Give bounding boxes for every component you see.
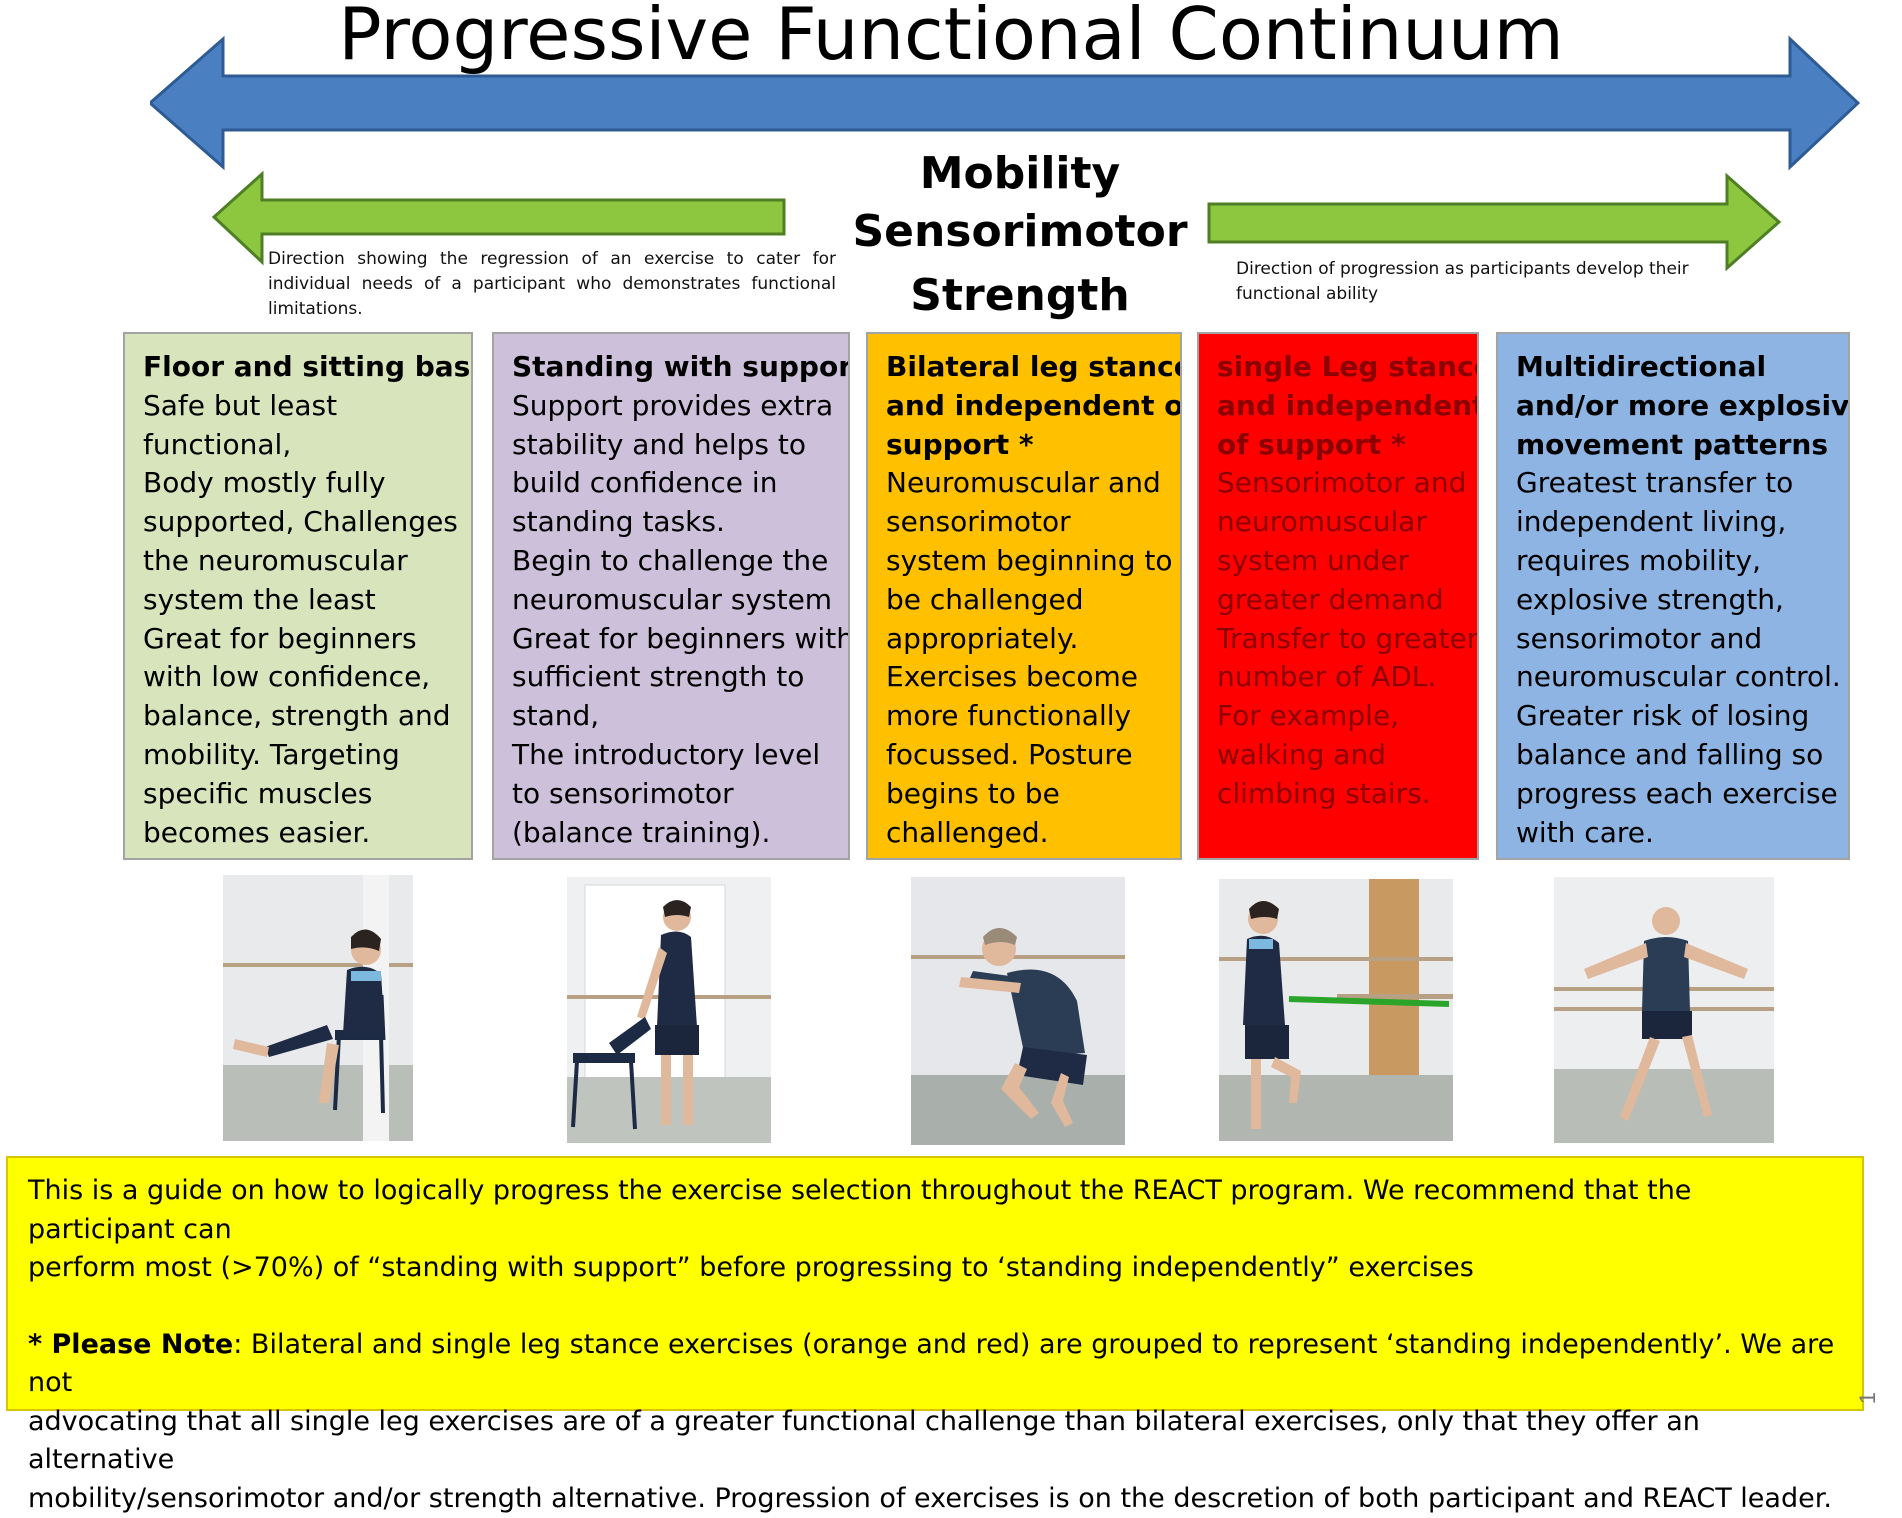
stage-text-line: Sensorimotor and: [1217, 464, 1459, 503]
stage-text-line: climbing stairs.: [1217, 775, 1459, 814]
stage-text-line: walking and: [1217, 736, 1459, 775]
stage-text-line: challenged.: [886, 814, 1162, 853]
note-line: perform most (>70%) of “standing with su…: [28, 1249, 1842, 1288]
progression-note: Direction of progression as participants…: [1236, 257, 1756, 307]
stage-text-line: more functionally: [886, 697, 1162, 736]
stage-text-line: functional,: [143, 426, 453, 465]
stage-text-line: independent living,: [1516, 503, 1830, 542]
stage-text-line: Greater risk of losing: [1516, 697, 1830, 736]
note-line: : Bilateral and single leg stance exerci…: [28, 1329, 1834, 1399]
guide-note: This is a guide on how to logically prog…: [6, 1156, 1864, 1411]
stage-heading: and independent of: [886, 387, 1162, 426]
stage-text-line: stand,: [512, 697, 830, 736]
stage-floor-sitting: Floor and sitting based Safe but least f…: [123, 332, 473, 860]
stage-heading: single Leg stance: [1217, 348, 1459, 387]
person-standing-holding-chair-photo: [567, 877, 771, 1143]
stage-text-line: with low confidence,: [143, 658, 453, 697]
stage-text-line: The introductory level: [512, 736, 830, 775]
person-jumping-arms-out-photo: [1554, 877, 1774, 1143]
note-line: advocating that all single leg exercises…: [28, 1403, 1842, 1480]
note-please-note: * Please Note: Bilateral and single leg …: [28, 1326, 1842, 1403]
page-number: 1: [1855, 1392, 1881, 1404]
label-sensorimotor: Sensorimotor: [820, 208, 1220, 256]
stage-text-line: Support provides extra: [512, 387, 830, 426]
stage-text-line: the neuromuscular: [143, 542, 453, 581]
stage-text-line: progress each exercise: [1516, 775, 1830, 814]
stage-text-line: specific muscles: [143, 775, 453, 814]
note-line: This is a guide on how to logically prog…: [28, 1172, 1842, 1249]
stage-heading: Multidirectional: [1516, 348, 1830, 387]
stage-text-line: sufficient strength to: [512, 658, 830, 697]
stage-text-line: mobility. Targeting: [143, 736, 453, 775]
stage-text-line: sensorimotor: [886, 503, 1162, 542]
stage-text-line: begins to be: [886, 775, 1162, 814]
stage-text-line: standing tasks.: [512, 503, 830, 542]
stage-text-line: explosive strength,: [1516, 581, 1830, 620]
stage-text-line: Neuromuscular and: [886, 464, 1162, 503]
stage-text-line: For example,: [1217, 697, 1459, 736]
stage-text-line: neuromuscular: [1217, 503, 1459, 542]
stage-text-line: greater demand: [1217, 581, 1459, 620]
stage-text-line: Greatest transfer to: [1516, 464, 1830, 503]
stage-heading: support *: [886, 426, 1162, 465]
regression-note: Direction showing the regression of an e…: [268, 247, 836, 322]
stage-heading: Standing with support: [512, 348, 830, 387]
stage-text-line: Great for beginners with: [512, 620, 830, 659]
stage-text-line: appropriately.: [886, 620, 1162, 659]
stage-text-line: neuromuscular control.: [1516, 658, 1830, 697]
stage-text-line: supported, Challenges: [143, 503, 453, 542]
stage-text-line: system the least: [143, 581, 453, 620]
stage-heading: movement patterns: [1516, 426, 1830, 465]
stage-text-line: number of ADL.: [1217, 658, 1459, 697]
stage-text-line: Great for beginners: [143, 620, 453, 659]
person-single-leg-stance-with-band-photo: [1219, 879, 1453, 1141]
stage-text-line: system under: [1217, 542, 1459, 581]
stage-text-line: to sensorimotor: [512, 775, 830, 814]
label-strength: Strength: [820, 272, 1220, 320]
stage-text-line: system beginning to: [886, 542, 1162, 581]
stage-multidirectional: Multidirectional and/or more explosive m…: [1496, 332, 1850, 860]
stage-text-line: balance, strength and: [143, 697, 453, 736]
stage-heading: Floor and sitting based: [143, 348, 453, 387]
stage-text-line: balance and falling so: [1516, 736, 1830, 775]
stage-text-line: sensorimotor and: [1516, 620, 1830, 659]
stage-heading: and independent: [1217, 387, 1459, 426]
stage-text-line: build confidence in: [512, 464, 830, 503]
stage-single-leg-stance: single Leg stance and independent of sup…: [1197, 332, 1479, 860]
stage-standing-support: Standing with support Support provides e…: [492, 332, 850, 860]
stage-text-line: neuromuscular system: [512, 581, 830, 620]
stage-text-line: Body mostly fully: [143, 464, 453, 503]
stage-text-line: Exercises become: [886, 658, 1162, 697]
stage-text-line: be challenged: [886, 581, 1162, 620]
stage-text-line: becomes easier.: [143, 814, 453, 853]
stage-text-line: Begin to challenge the: [512, 542, 830, 581]
note-line: mobility/sensorimotor and/or strength al…: [28, 1480, 1842, 1518]
stage-text-line: Safe but least: [143, 387, 453, 426]
stage-text-line: with care.: [1516, 814, 1830, 853]
stage-text-line: focussed. Posture: [886, 736, 1162, 775]
stage-text-line: stability and helps to: [512, 426, 830, 465]
stage-bilateral-stance: Bilateral leg stance and independent of …: [866, 332, 1182, 860]
stage-heading: and/or more explosive: [1516, 387, 1830, 426]
stage-heading: Bilateral leg stance: [886, 348, 1162, 387]
stage-text-line: Transfer to greater: [1217, 620, 1459, 659]
person-squatting-photo: [911, 877, 1125, 1145]
stage-text-line: requires mobility,: [1516, 542, 1830, 581]
please-note-label: * Please Note: [28, 1329, 233, 1360]
person-seated-on-chair-extending-leg-photo: [223, 875, 413, 1141]
stage-heading: of support *: [1217, 426, 1459, 465]
label-mobility: Mobility: [820, 150, 1220, 198]
stage-text-line: (balance training).: [512, 814, 830, 853]
